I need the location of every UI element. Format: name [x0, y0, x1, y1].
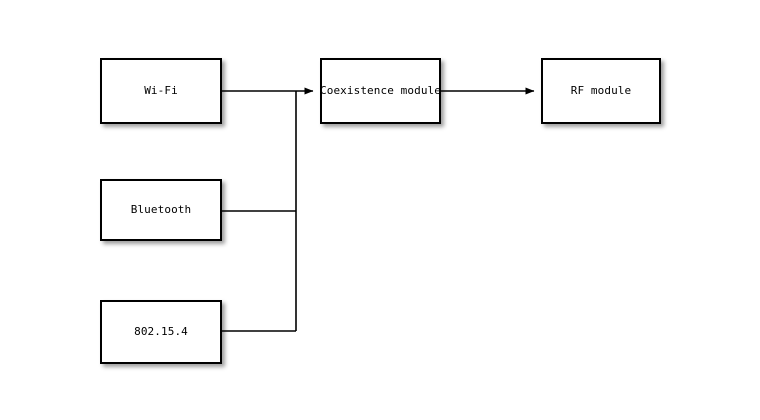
- node-coexistence-module-label: Coexistence module: [320, 84, 442, 98]
- node-bluetooth-label: Bluetooth: [130, 203, 192, 217]
- node-802-15-4[interactable]: 802.15.4: [100, 300, 222, 364]
- node-rf-module-label: RF module: [570, 84, 632, 98]
- node-wifi-label: Wi-Fi: [144, 84, 178, 98]
- node-rf-module[interactable]: RF module: [541, 58, 661, 124]
- node-coexistence-module[interactable]: Coexistence module: [320, 58, 441, 124]
- node-bluetooth[interactable]: Bluetooth: [100, 179, 222, 241]
- node-802-15-4-label: 802.15.4: [134, 325, 188, 339]
- node-wifi[interactable]: Wi-Fi: [100, 58, 222, 124]
